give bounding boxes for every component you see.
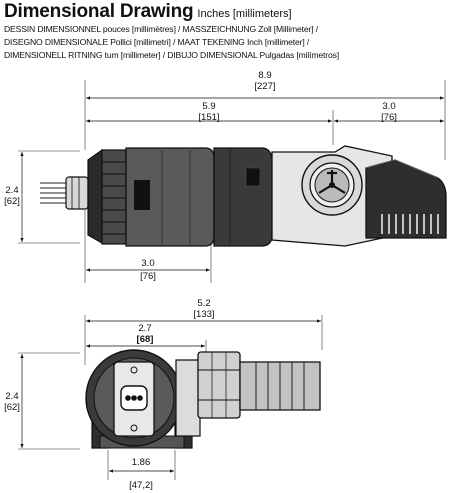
body-length-mm: [151] bbox=[198, 112, 219, 123]
base-width-mm: [47,2] bbox=[129, 480, 153, 491]
side-view bbox=[18, 80, 447, 283]
end-extension-lines bbox=[18, 315, 323, 480]
end-cap bbox=[87, 148, 103, 245]
cap-ribs bbox=[102, 161, 126, 235]
center-offset-in: 2.7 bbox=[138, 323, 151, 334]
outlet-coupling bbox=[197, 351, 241, 419]
height-in: 2.4 bbox=[5, 185, 18, 196]
strainer-base bbox=[365, 159, 447, 239]
label-window bbox=[134, 180, 150, 210]
end-dimension-lines bbox=[20, 319, 321, 473]
overall-length-mm: [227] bbox=[254, 81, 275, 92]
barb-ridges bbox=[255, 362, 305, 410]
pump-collar bbox=[213, 147, 273, 247]
wire-leads bbox=[40, 182, 70, 204]
wire-connector bbox=[65, 176, 89, 210]
dimension-lines bbox=[20, 96, 444, 272]
body-length-in: 5.9 bbox=[202, 101, 215, 112]
outlet-offset-mm: [76] bbox=[381, 112, 397, 123]
rear-length-in: 3.0 bbox=[141, 258, 154, 269]
end-view-labels: 5.2 [133] 2.7 [68] 2.4 [62] 1.86 [47,2] bbox=[4, 298, 215, 491]
overall-length-in: 8.9 bbox=[258, 70, 271, 81]
end-height-in: 2.4 bbox=[5, 391, 18, 402]
overall-width-mm: [133] bbox=[193, 309, 214, 320]
height-mm: [62] bbox=[4, 196, 20, 207]
center-offset-mm: [68] bbox=[137, 334, 154, 345]
overall-width-in: 5.2 bbox=[197, 298, 210, 309]
rear-length-mm: [76] bbox=[140, 271, 156, 282]
extension-lines bbox=[18, 80, 446, 283]
page-subtitle: Inches [millimeters] bbox=[197, 8, 292, 20]
page-title: Dimensional Drawing bbox=[4, 1, 194, 22]
outlet-offset-in: 3.0 bbox=[382, 101, 395, 112]
side-view-labels: 8.9 [227] 5.9 [151] 3.0 [76] 2.4 [62] 3.… bbox=[4, 70, 397, 282]
end-height-mm: [62] bbox=[4, 402, 20, 413]
strainer-slots bbox=[381, 214, 439, 234]
translation-line: DESSIN DIMENSIONNEL pouces [millimètres]… bbox=[4, 24, 318, 34]
base-width-in: 1.86 bbox=[132, 457, 151, 468]
translation-line: DIMENSIONELL RITNING tum [millimeter] / … bbox=[4, 50, 339, 60]
end-view bbox=[18, 315, 323, 480]
translation-line: DISEGNO DIMENSIONALE Pollici [millimetri… bbox=[4, 37, 310, 47]
